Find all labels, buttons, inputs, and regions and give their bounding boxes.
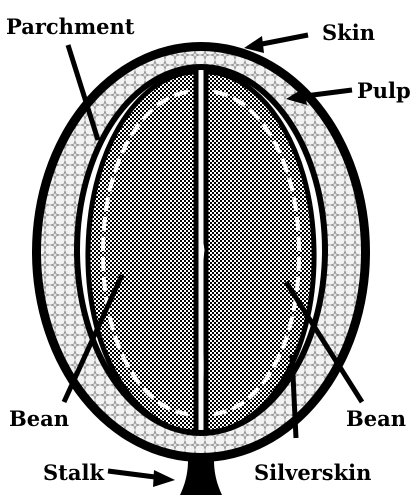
label-bean-right: Bean	[346, 406, 406, 431]
label-skin: Skin	[322, 20, 375, 45]
label-silverskin: Silverskin	[254, 460, 371, 485]
label-pulp: Pulp	[357, 78, 411, 103]
stalk-arrow-head	[153, 470, 175, 487]
label-parchment: Parchment	[6, 14, 135, 39]
label-stalk: Stalk	[43, 460, 104, 485]
pulp-arrow-line	[305, 90, 352, 96]
skin-arrow-line	[262, 35, 308, 44]
label-bean-left: Bean	[9, 406, 69, 431]
stalk-arrow-line	[108, 471, 155, 477]
